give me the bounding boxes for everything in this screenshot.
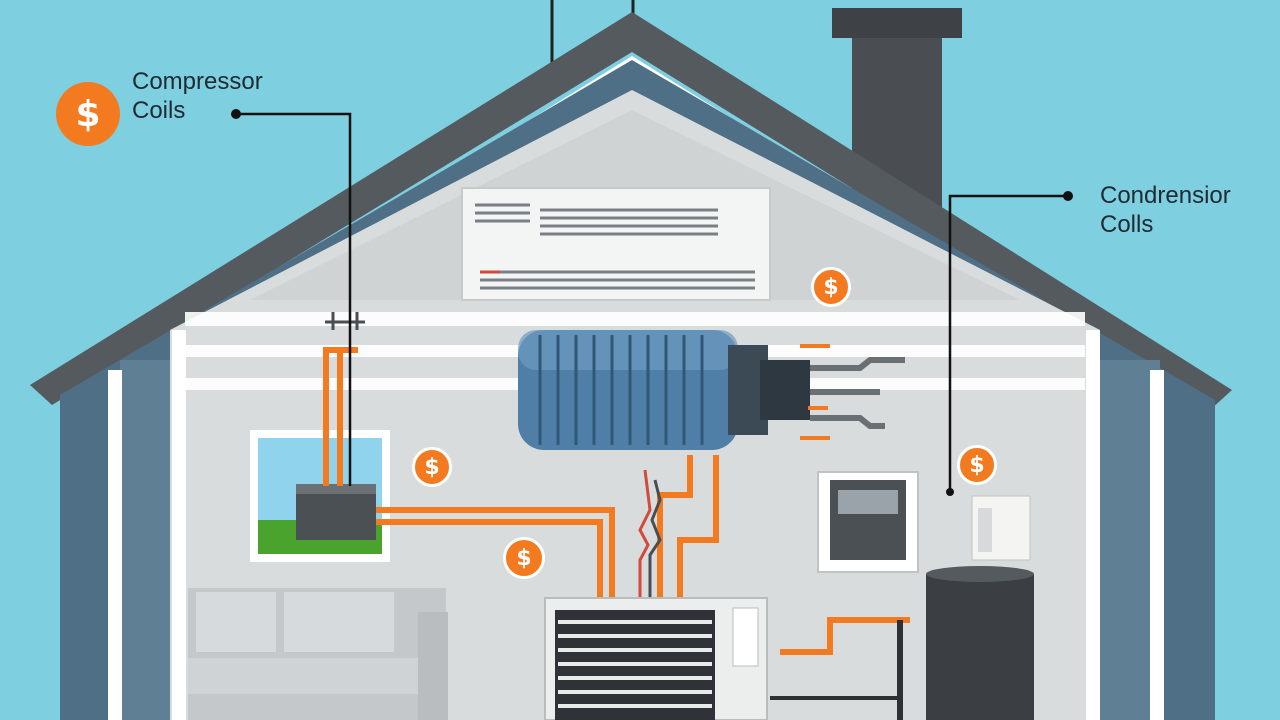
compressor-callout-line [236, 112, 352, 486]
cost-marker-icon: $ [56, 82, 120, 146]
compressor-coils-label: Compressor Coils [132, 68, 263, 124]
condenser-coils-label: Condrensior Colls [1100, 182, 1231, 238]
condenser-callout-dot [1063, 191, 1073, 201]
cost-marker-icon: $ [412, 447, 452, 487]
cost-marker-icon: $ [957, 445, 997, 485]
water-heater [770, 566, 1034, 720]
indoor-ac-unit [461, 187, 771, 301]
junction-box [296, 484, 376, 540]
condenser-callout-line [948, 194, 1068, 490]
outdoor-condenser [544, 597, 768, 720]
compressor-callout-dot [231, 109, 241, 119]
cost-marker-icon: $ [503, 537, 545, 579]
sofa [188, 588, 448, 720]
ceiling-fitting [325, 312, 365, 330]
thermostat-panel [817, 471, 919, 573]
condenser-callout-end-dot [946, 488, 954, 496]
coil-cylinder [518, 330, 905, 450]
cost-marker-icon: $ [811, 267, 851, 307]
refrigerant-pipes [323, 347, 910, 655]
wall-switch [971, 495, 1031, 561]
wiring [638, 469, 662, 600]
